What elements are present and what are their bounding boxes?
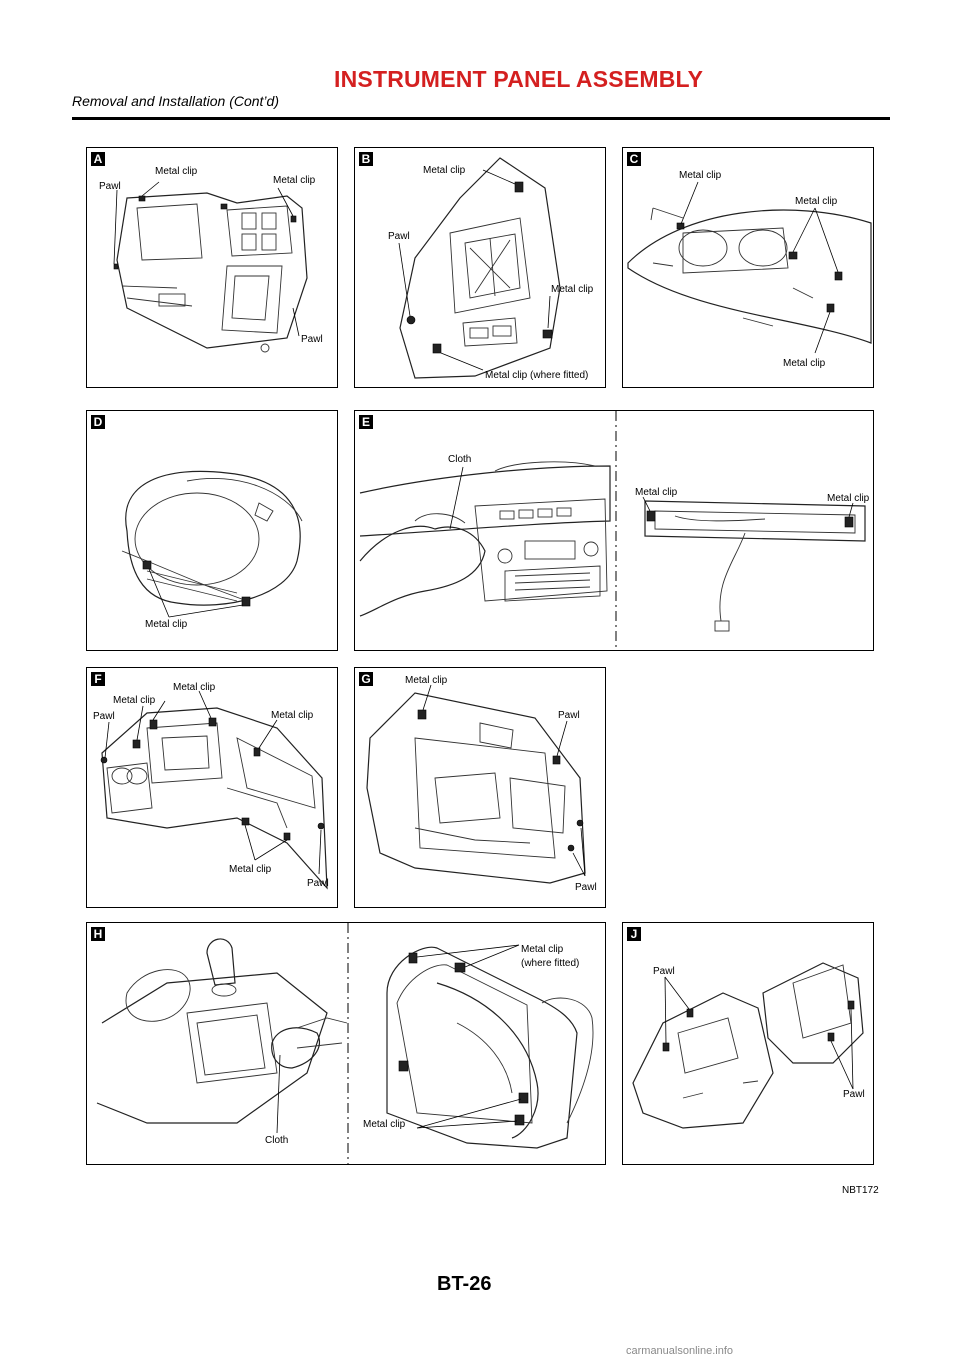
figure-panel-j: J Pawl Pawl	[622, 922, 874, 1165]
panel-letter-j: J	[627, 927, 641, 941]
callout-metal-clip: Metal clip	[229, 864, 272, 875]
illustration-f	[100, 690, 328, 890]
figure-panel-d: D Metal clip	[86, 410, 338, 651]
callout-pawl: Pawl	[301, 334, 323, 345]
figure-panel-e: E Cloth Metal clip Metal clip	[354, 410, 874, 651]
callout-where-fitted: (where fitted)	[521, 958, 580, 969]
callout-metal-clip: Metal clip	[271, 710, 314, 721]
callout-pawl: Pawl	[307, 878, 329, 889]
callout-metal-clip: Metal clip	[363, 1119, 406, 1130]
panel-letter-a: A	[91, 152, 105, 166]
callout-metal-clip: Metal clip	[273, 175, 316, 186]
illustration-d	[121, 470, 303, 618]
callout-metal-clip: Metal clip	[679, 170, 722, 181]
callout-metal-clip: Metal clip	[113, 695, 156, 706]
panel-letter-c: C	[627, 152, 641, 166]
illustration-a	[113, 181, 308, 353]
panel-letter-f: F	[91, 672, 105, 686]
callout-metal-clip: Metal clip	[795, 196, 838, 207]
figure-panel-a: A Metal clip Metal clip Pawl Pawl	[86, 147, 338, 388]
callout-metal-clip-where-fitted: Metal clip (where fitted)	[485, 370, 589, 381]
panel-letter-g: G	[359, 672, 373, 686]
illustration-j	[632, 962, 864, 1129]
illustration-e	[359, 411, 866, 650]
callout-pawl: Pawl	[575, 882, 597, 893]
figure-panel-g: G Metal clip Pawl Pawl	[354, 667, 606, 908]
panel-letter-e: E	[359, 415, 373, 429]
callout-metal-clip: Metal clip	[827, 493, 870, 504]
section-subtitle: Removal and Installation (Cont’d)	[72, 93, 279, 109]
callout-pawl: Pawl	[99, 181, 121, 192]
figure-panel-f: F Metal clip Metal clip Pawl Metal clip …	[86, 667, 338, 908]
illustration-g	[366, 684, 586, 884]
callout-pawl: Pawl	[843, 1089, 865, 1100]
callout-metal-clip: Metal clip	[551, 284, 594, 295]
illustration-c	[627, 181, 872, 354]
section-title: INSTRUMENT PANEL ASSEMBLY	[334, 66, 704, 92]
callout-metal-clip: Metal clip	[783, 358, 826, 369]
callout-pawl: Pawl	[93, 711, 115, 722]
figure-panel-h: H Cloth Metal clip (where fitted) Metal …	[86, 922, 606, 1165]
page-number: BT-26	[437, 1273, 492, 1295]
callout-pawl: Pawl	[388, 231, 410, 242]
watermark: carmanualsonline.info	[626, 1345, 734, 1357]
panel-letter-d: D	[91, 415, 105, 429]
callout-pawl: Pawl	[653, 966, 675, 977]
figure-code: NBT172	[842, 1185, 879, 1196]
panel-letter-h: H	[91, 927, 105, 941]
callout-metal-clip: Metal clip	[423, 165, 466, 176]
callout-metal-clip: Metal clip	[145, 619, 188, 630]
callout-metal-clip: Metal clip	[635, 487, 678, 498]
figure-panel-c: C Metal clip Metal clip Metal clip	[622, 147, 874, 388]
figure-panel-b: B Metal clip Pawl Metal clip Metal clip …	[354, 147, 606, 388]
panel-letter-b: B	[359, 152, 373, 166]
callout-metal-clip: Metal clip	[521, 944, 564, 955]
header-rule	[72, 117, 890, 120]
callout-cloth: Cloth	[265, 1135, 289, 1146]
callout-cloth: Cloth	[448, 454, 472, 465]
callout-metal-clip: Metal clip	[155, 166, 198, 177]
callout-pawl: Pawl	[558, 710, 580, 721]
illustration-b	[398, 157, 561, 379]
illustration-h	[96, 923, 594, 1164]
callout-metal-clip: Metal clip	[173, 682, 216, 693]
callout-metal-clip: Metal clip	[405, 675, 448, 686]
